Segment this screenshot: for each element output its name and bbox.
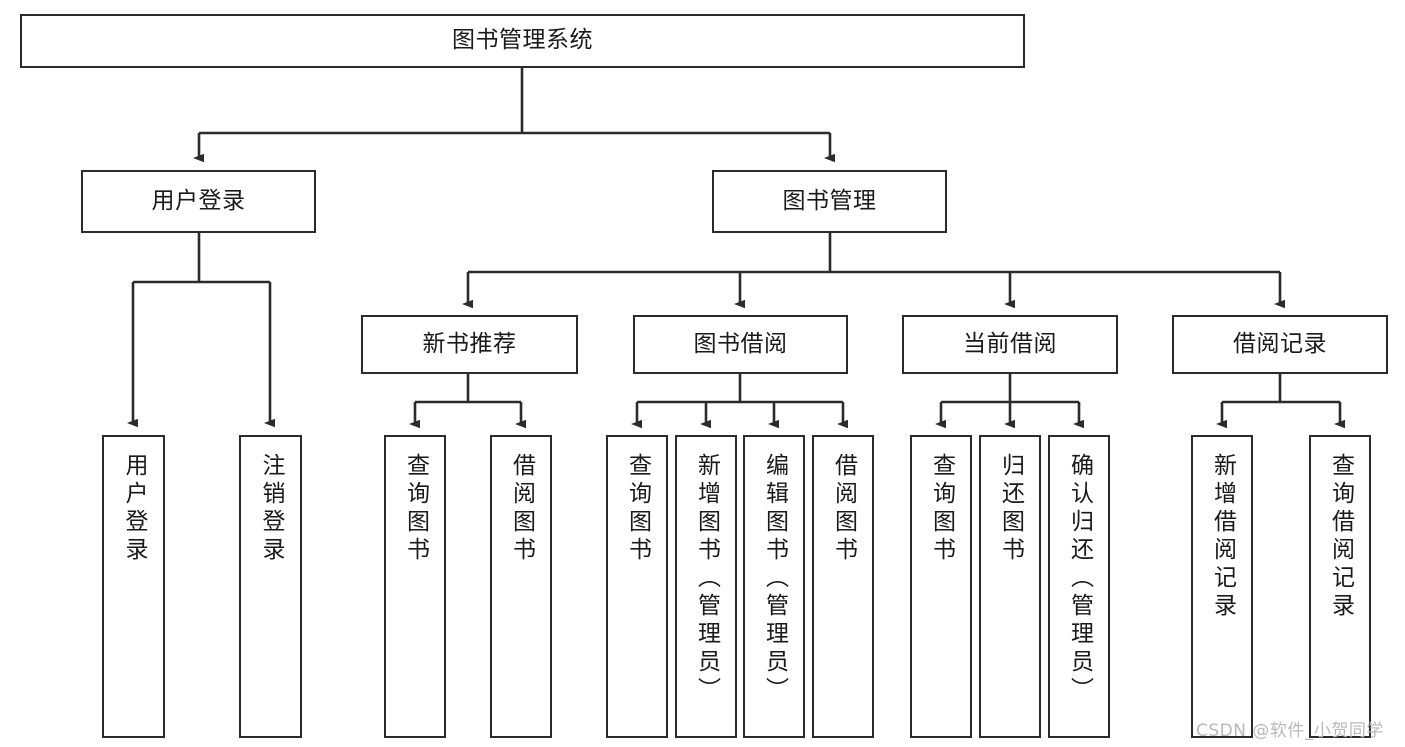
node-label: 归还图书: [997, 453, 1024, 565]
leaf-borrow-edit-book[interactable]: 编辑图书（管理员）: [743, 435, 805, 738]
node-label: 图书管理: [782, 187, 877, 214]
node-borrow-record[interactable]: 借阅记录: [1172, 315, 1388, 374]
node-label: 查询借阅记录: [1327, 453, 1354, 621]
leaf-record-add[interactable]: 新增借阅记录: [1191, 435, 1253, 738]
node-label: 编辑图书（管理员）: [761, 453, 788, 705]
leaf-record-query[interactable]: 查询借阅记录: [1309, 435, 1371, 738]
node-label: 借阅记录: [1233, 330, 1327, 357]
leaf-borrow-add-book[interactable]: 新增图书（管理员）: [675, 435, 737, 738]
node-label: 当前借阅: [963, 330, 1057, 357]
leaf-new-book-query[interactable]: 查询图书: [384, 435, 446, 738]
node-label: 注销登录: [258, 453, 284, 565]
node-label: 借阅图书: [830, 453, 857, 565]
node-label: 确认归还（管理员）: [1066, 453, 1093, 705]
node-label: 查询图书: [928, 453, 955, 565]
node-label: 查询图书: [624, 453, 651, 565]
leaf-new-book-borrow[interactable]: 借阅图书: [490, 435, 552, 738]
node-label: 新书推荐: [422, 330, 517, 357]
node-label: 借阅图书: [508, 453, 535, 565]
leaf-current-return-book[interactable]: 归还图书: [979, 435, 1041, 738]
node-book-management[interactable]: 图书管理: [712, 170, 947, 233]
node-root-system[interactable]: 图书管理系统: [20, 14, 1025, 68]
leaf-borrow-query-book[interactable]: 查询图书: [606, 435, 668, 738]
node-new-book-recommend[interactable]: 新书推荐: [361, 315, 578, 374]
leaf-borrow-borrow-book[interactable]: 借阅图书: [812, 435, 874, 738]
node-label: 图书管理系统: [452, 27, 593, 54]
node-book-borrow[interactable]: 图书借阅: [633, 315, 848, 374]
node-label: 查询图书: [402, 453, 429, 565]
node-label: 用户登录: [151, 187, 246, 214]
leaf-current-query-book[interactable]: 查询图书: [910, 435, 972, 738]
leaf-user-login-logout[interactable]: 注销登录: [239, 435, 302, 738]
node-current-borrow[interactable]: 当前借阅: [902, 315, 1118, 374]
node-user-login[interactable]: 用户登录: [81, 170, 316, 233]
node-label: 新增图书（管理员）: [693, 453, 720, 705]
node-label: 新增借阅记录: [1209, 453, 1236, 621]
leaf-user-login-login[interactable]: 用户登录: [102, 435, 165, 738]
node-label: 用户登录: [121, 453, 147, 565]
leaf-current-confirm-return[interactable]: 确认归还（管理员）: [1048, 435, 1110, 738]
node-label: 图书借阅: [693, 330, 788, 357]
